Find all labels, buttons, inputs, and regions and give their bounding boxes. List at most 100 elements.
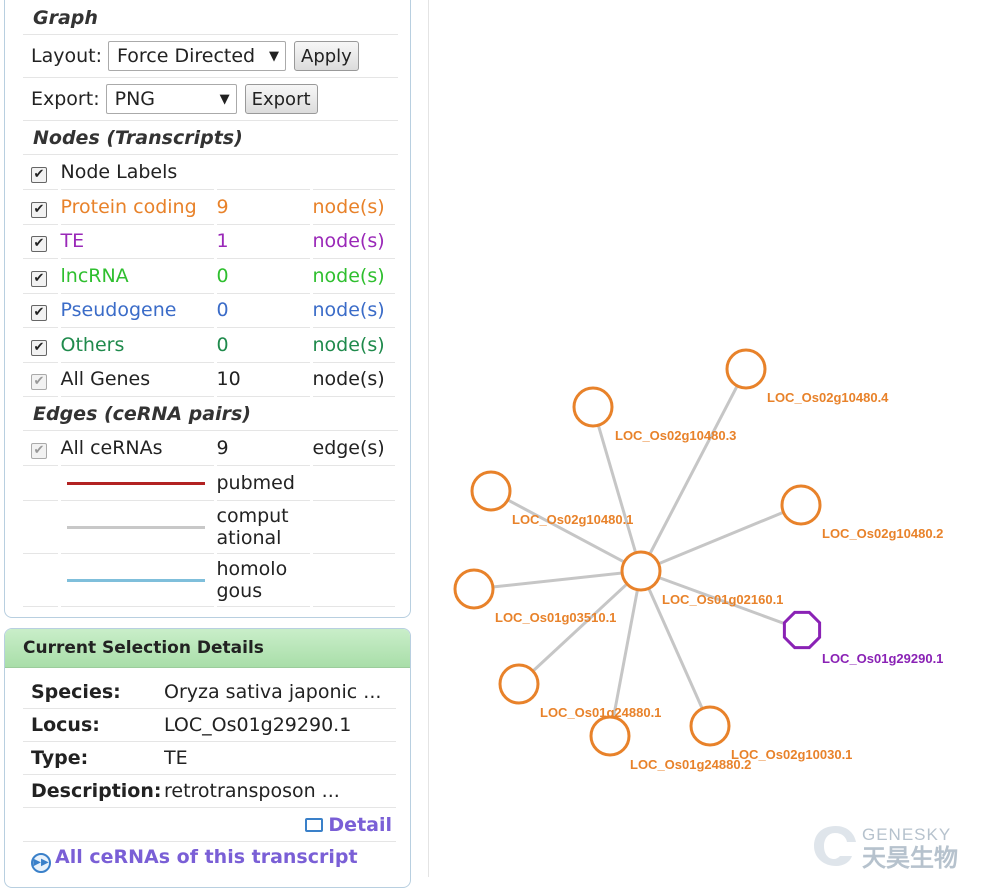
play-circle-icon: ▶▶ xyxy=(31,852,51,873)
genesky-watermark: GENESKY 天昊生物 xyxy=(814,825,958,872)
type-value: TE xyxy=(164,747,188,769)
description-label: Description: xyxy=(31,780,162,802)
pseudogene-checkbox[interactable]: ✔ xyxy=(31,305,47,322)
detail-link[interactable]: Detail xyxy=(305,814,392,836)
pubmed-line-swatch xyxy=(66,481,205,485)
all-cernas-unit: edge(s) xyxy=(311,431,398,466)
species-value: Oryza sativa japonic ... xyxy=(164,681,382,703)
others-checkbox[interactable]: ✔ xyxy=(31,339,47,356)
node-label: LOC_Os02g10480.4 xyxy=(767,390,889,405)
protein-coding-node[interactable] xyxy=(453,568,495,610)
node-labels-checkbox[interactable]: ✔ xyxy=(31,167,47,183)
cerna-edge[interactable] xyxy=(490,489,642,573)
export-select-value: PNG xyxy=(114,88,156,110)
protein-coding-node[interactable] xyxy=(689,705,731,747)
all-cernas-link-row: ▶▶All ceRNAs of this transcript xyxy=(23,842,396,876)
node-type-count: 0 xyxy=(215,327,313,363)
cerna-edge[interactable] xyxy=(639,570,712,727)
protein-coding-checkbox[interactable]: ✔ xyxy=(31,201,47,218)
species-row: Species: Oryza sativa japonic ... xyxy=(23,676,396,709)
all-cernas-checkbox[interactable]: ✔ xyxy=(31,443,47,459)
protein-coding-node[interactable] xyxy=(725,348,767,390)
layout-select-value: Force Directed xyxy=(117,45,256,67)
cerna-edge[interactable] xyxy=(640,503,802,573)
node-label: LOC_Os02g10480.2 xyxy=(822,526,943,541)
type-label: Type: xyxy=(31,747,89,769)
export-button[interactable]: Export xyxy=(244,84,318,114)
node-type-unit: node(s) xyxy=(311,293,398,328)
node-label: LOC_Os02g10480.1 xyxy=(512,512,633,527)
te-checkbox[interactable]: ✔ xyxy=(31,236,47,253)
node-type-unit: node(s) xyxy=(311,362,398,397)
node-type-unit: node(s) xyxy=(311,258,398,294)
edge-type-row: pubmed xyxy=(23,465,398,501)
layout-row: Layout: Force Directed ▼ Apply xyxy=(23,35,398,78)
node-type-count: 0 xyxy=(215,293,313,328)
node-type-name: TE xyxy=(59,224,217,259)
dropdown-arrow-icon: ▼ xyxy=(219,91,230,107)
protein-coding-node[interactable] xyxy=(780,484,822,526)
cerna-edge[interactable] xyxy=(608,570,643,737)
node-type-count: 9 xyxy=(215,189,313,225)
node-label: LOC_Os02g10030.1 xyxy=(731,747,852,762)
node-type-name: All Genes xyxy=(59,362,217,397)
protein-coding-node[interactable] xyxy=(470,470,512,512)
all-cernas-label: All ceRNAs xyxy=(59,431,217,466)
edge-type-name: pubmed xyxy=(215,465,313,501)
all-cernas-link[interactable]: ▶▶All ceRNAs of this transcript xyxy=(31,846,358,873)
node-label: LOC_Os02g10480.3 xyxy=(615,428,736,443)
node-type-row: ✔ Others 0 node(s) xyxy=(23,327,398,363)
protein-coding-node[interactable] xyxy=(620,550,662,592)
cerna-edge[interactable] xyxy=(473,569,642,591)
locus-label: Locus: xyxy=(31,714,100,736)
node-type-unit: node(s) xyxy=(311,224,398,259)
cerna-edge[interactable] xyxy=(591,406,643,572)
all-cernas-count: 9 xyxy=(215,431,313,466)
computational-line-swatch xyxy=(66,525,205,529)
protein-coding-node[interactable] xyxy=(572,386,614,428)
export-label: Export: xyxy=(31,88,100,110)
node-type-count: 10 xyxy=(215,362,313,397)
details-header: Current Selection Details xyxy=(5,629,410,668)
node-label: LOC_Os01g02160.1 xyxy=(662,592,783,607)
node-label: LOC_Os01g03510.1 xyxy=(495,610,616,625)
layout-label: Layout: xyxy=(31,45,102,67)
species-label: Species: xyxy=(31,681,121,703)
node-label: LOC_Os01g29290.1 xyxy=(822,651,943,666)
cerna-edge[interactable] xyxy=(640,569,803,632)
node-type-row: ✔ Pseudogene 0 node(s) xyxy=(23,293,398,328)
all-genes-checkbox[interactable]: ✔ xyxy=(31,374,47,391)
locus-value: LOC_Os01g29290.1 xyxy=(164,714,352,736)
node-labels-label: Node Labels xyxy=(59,155,398,190)
node-label: LOC_Os01g24880.1 xyxy=(540,705,661,720)
node-labels-row: ✔ Node Labels xyxy=(23,155,398,190)
node-type-table: ✔ Node Labels ✔ Protein coding 9 node(s)… xyxy=(23,155,398,397)
node-type-row: ✔ lncRNA 0 node(s) xyxy=(23,258,398,294)
cerna-edge[interactable] xyxy=(517,569,643,686)
graph-section-title: Graph xyxy=(23,1,398,35)
node-type-unit: node(s) xyxy=(311,327,398,363)
protein-coding-node[interactable] xyxy=(498,663,540,705)
te-node[interactable] xyxy=(782,610,822,650)
graph-control-panel: Graph Layout: Force Directed ▼ Apply Exp… xyxy=(4,0,411,618)
node-type-name: Protein coding xyxy=(59,189,217,225)
cerna-edge[interactable] xyxy=(639,368,748,572)
nodes-section-title: Nodes (Transcripts) xyxy=(23,121,398,155)
export-format-select[interactable]: PNG ▼ xyxy=(105,84,237,114)
protein-coding-node[interactable] xyxy=(589,715,631,757)
node-type-name: Others xyxy=(59,327,217,363)
detail-card-icon xyxy=(305,817,324,832)
node-type-row: ✔ TE 1 node(s) xyxy=(23,224,398,259)
apply-button[interactable]: Apply xyxy=(294,41,359,71)
type-row: Type: TE xyxy=(23,742,396,775)
layout-select[interactable]: Force Directed ▼ xyxy=(108,41,286,71)
lncrna-checkbox[interactable]: ✔ xyxy=(31,270,47,287)
detail-link-row: Detail xyxy=(23,808,396,842)
brand-en: GENESKY xyxy=(862,825,951,844)
network-graph-svg[interactable]: LOC_Os01g02160.1 LOC_Os02g10480.4LOC_Os02… xyxy=(429,0,992,877)
